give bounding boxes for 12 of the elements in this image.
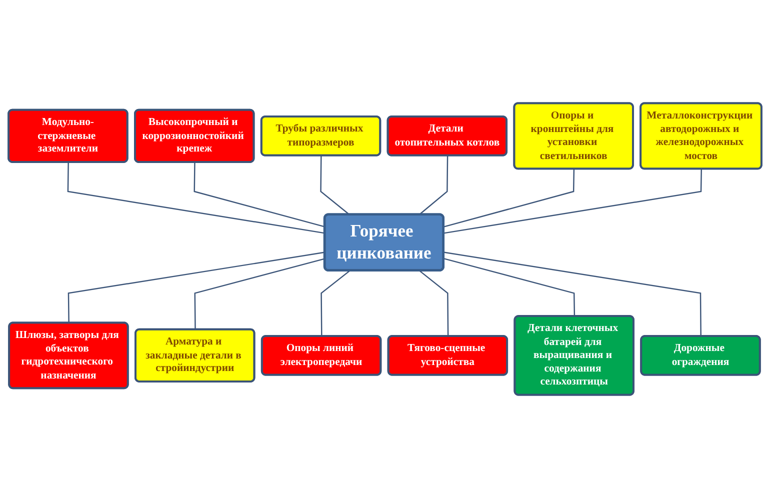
connector — [444, 258, 576, 316]
connector — [419, 270, 449, 336]
connector — [194, 162, 326, 228]
connector — [418, 156, 448, 216]
connector — [67, 162, 326, 234]
connector — [444, 169, 575, 228]
connector — [320, 270, 350, 336]
connector — [68, 252, 326, 324]
connector — [444, 169, 702, 234]
connector — [194, 258, 326, 330]
connector — [444, 252, 702, 336]
connector — [320, 156, 350, 216]
